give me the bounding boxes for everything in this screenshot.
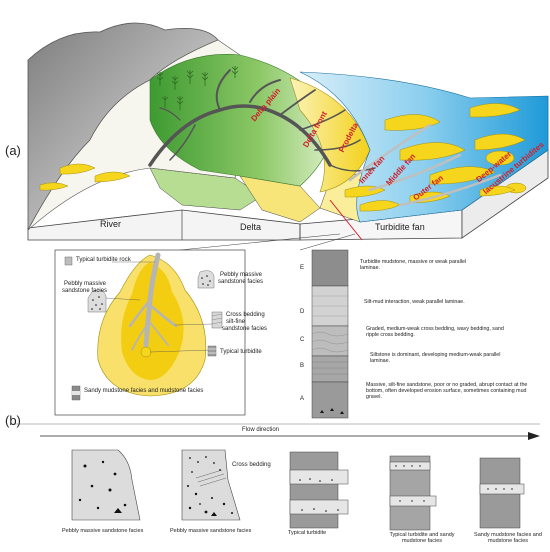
facies-caption-5-text: Sandy mudstone facies and mudstone facie… (474, 532, 542, 545)
fan-feeder-channel (128, 252, 178, 351)
facies-b-cross-bedding: Cross bedding (232, 462, 271, 468)
callout-line-left (159, 233, 341, 253)
icon-typical-rock (64, 256, 73, 266)
bouma-text-e: Turbidite mudstone, massive or weak para… (360, 259, 467, 271)
label-cross-1: Cross bedding (226, 312, 265, 318)
label-sandy-mudstone: Sandy mudstone facies and mudstone facie… (84, 388, 204, 394)
facies-2-shape (181, 449, 241, 521)
block-diagram (27, 22, 549, 241)
fan-channels (348, 123, 502, 207)
fan-detail (54, 249, 246, 416)
facies-caption-3: Typical turbidite (288, 530, 327, 536)
icon-typical-turbidite (207, 345, 217, 357)
facies-caption-5: Sandy mudstone facies and mudstone facie… (468, 532, 548, 544)
turbidite-lobes (384, 103, 527, 194)
label-typical-turbidite: Typical turbidite (220, 349, 262, 355)
facies-1-shape (71, 449, 141, 521)
label-typical-rock: Typical turbidite rock (76, 257, 131, 263)
facies-3-shape (289, 451, 339, 529)
tree-icons (156, 66, 239, 110)
facies-caption-1: Pebbly massive sandstone facies (62, 528, 144, 534)
label-cross-2: silt-fine (226, 319, 246, 325)
facies-caption-4-text: Typical turbidite and sandy mudstone fac… (389, 532, 455, 545)
fan-inner (121, 262, 184, 380)
callout-line-right (299, 233, 356, 251)
bouma-text-d: Silt-mud interaction, weak parallel lami… (364, 299, 465, 305)
icon-pebbly-right (197, 270, 215, 289)
label-pebbly-left-2: sandstone facies (62, 288, 108, 294)
bouma-letter-a: A (300, 396, 305, 402)
bouma-letter-c: C (300, 337, 305, 343)
flow-direction-label: Flow direction (242, 427, 280, 433)
river-channels (148, 69, 376, 172)
facies-b (71, 449, 525, 531)
bouma-text-b: Siltstone is dominant, developing medium… (370, 352, 501, 364)
panel-label-b: (b) (5, 413, 21, 428)
panel-label-a: (a) (5, 143, 21, 158)
zone-river: River (100, 219, 122, 229)
label-pebbly-left-1: Pebbly massive (64, 281, 107, 287)
facies-caption-2: Pebbly massive sandstone facies (170, 528, 252, 534)
fan-lobe-centre (140, 346, 152, 358)
bouma-unit-b (311, 355, 349, 383)
bouma-column (311, 249, 349, 419)
bouma-unit-e (311, 249, 349, 287)
fault-line (329, 199, 363, 241)
delta-front-area (289, 77, 371, 193)
zone-turbidite-fan: Turbidite fan (375, 222, 425, 232)
bouma-text-c: Graded, medium-weak cross bedding, wavy … (366, 326, 504, 338)
flow-arrow (40, 432, 540, 440)
bouma-letter-b: B (300, 363, 305, 369)
icon-pebbly-left (87, 289, 107, 313)
zone-delta: Delta (240, 222, 262, 232)
label-pebbly-right-2: sandstone facies (218, 279, 264, 285)
fan-leaders (104, 261, 213, 353)
bouma-letter-e: E (300, 265, 305, 271)
label-cross-3: sandstone facies (222, 326, 268, 332)
facies-caption-4: Typical turbidite and sandy mudstone fac… (382, 532, 462, 544)
bouma-letter-d: D (300, 309, 305, 315)
bouma-text-a: Massive, silt-fine sandstone, poor or no… (366, 382, 528, 400)
label-pebbly-right-1: Pebbly massive (220, 272, 263, 278)
